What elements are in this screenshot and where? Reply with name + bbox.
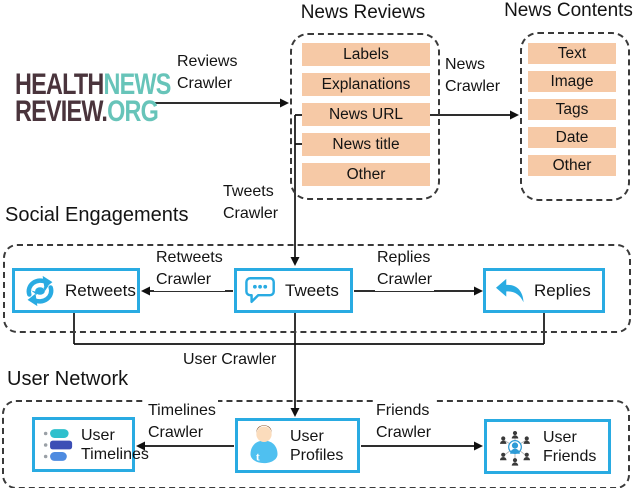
news-reviews-item-explanations: Explanations — [302, 73, 430, 96]
person-avatar-icon: t — [246, 424, 282, 467]
user-timelines-label: User Timelines — [81, 426, 149, 464]
news-reviews-item-news-url: News URL — [302, 103, 430, 126]
tweets-label: Tweets — [285, 280, 339, 300]
tweets-crawler-label: Tweets Crawler — [221, 181, 281, 225]
retweets-label: Retweets — [65, 280, 136, 300]
user-profiles-label-line2: Profiles — [290, 446, 344, 464]
logo-line-2: REVIEW.ORG — [15, 95, 171, 128]
user-friends-label-line1: User — [543, 428, 577, 446]
user-profiles-node: t User Profiles — [235, 418, 360, 473]
reviews-crawler-label: Reviews Crawler — [175, 51, 240, 95]
tweets-crawler-line2: Crawler — [223, 205, 279, 222]
news-crawler-line1: News — [445, 56, 486, 73]
logo-org: ORG — [107, 95, 159, 128]
news-contents-container — [520, 32, 630, 201]
user-timelines-label-line1: User — [81, 426, 115, 444]
logo-news: NEWS — [103, 68, 171, 101]
news-crawler-line2: Crawler — [445, 78, 501, 95]
reviews-crawler-line1: Reviews — [177, 53, 238, 70]
healthnewsreview-logo: HEALTHNEWS REVIEW.ORG — [15, 68, 171, 128]
speech-bubble-dots-icon — [245, 276, 277, 305]
user-timelines-label-line2: Timelines — [81, 445, 149, 463]
friends-crawler-label: Friends Crawler — [374, 400, 434, 444]
news-contents-item-tags: Tags — [528, 99, 616, 120]
news-contents-item-image: Image — [528, 71, 616, 92]
replies-crawler-line1: Replies — [377, 249, 431, 266]
news-reviews-title: News Reviews — [300, 2, 426, 23]
user-network-title: User Network — [7, 368, 129, 390]
retweets-crawler-line2: Crawler — [156, 271, 212, 288]
tweets-crawler-line1: Tweets — [223, 183, 274, 200]
news-contents-item-text: Text — [528, 43, 616, 64]
user-timelines-node: User Timelines — [32, 417, 149, 472]
retweets-crawler-label: Retweets Crawler — [154, 247, 225, 291]
retweets-crawler-line1: Retweets — [156, 249, 223, 266]
logo-review: REVIEW. — [15, 95, 108, 128]
user-profiles-label: User Profiles — [290, 427, 343, 465]
reviews-crawler-line2: Crawler — [177, 75, 233, 92]
news-contents-item-other: Other — [528, 155, 616, 176]
news-reviews-container — [290, 33, 440, 200]
user-friends-label-line2: Friends — [543, 447, 597, 465]
replies-crawler-line2: Crawler — [377, 271, 433, 288]
user-friends-label: User Friends — [543, 428, 596, 466]
news-reviews-item-other: Other — [302, 163, 430, 186]
logo-line-1: HEALTHNEWS — [15, 68, 171, 101]
news-contents-title: News Contents — [504, 0, 633, 21]
user-friends-node: User Friends — [484, 419, 611, 474]
news-contents-item-date: Date — [528, 127, 616, 148]
news-reviews-item-news-title: News title — [302, 133, 430, 156]
timeline-bars-icon — [43, 426, 73, 464]
timelines-crawler-line2: Crawler — [148, 424, 204, 441]
news-crawler-label: News Crawler — [443, 54, 503, 98]
circular-retweet-arrows-icon — [23, 275, 57, 307]
people-network-icon — [495, 428, 535, 466]
replies-label: Replies — [534, 280, 591, 300]
timelines-crawler-line1: Timelines — [148, 402, 216, 419]
news-reviews-item-labels: Labels — [302, 43, 430, 66]
user-crawler-label: User Crawler — [181, 349, 279, 371]
svg-text:t: t — [256, 450, 260, 463]
social-engagements-title: Social Engagements — [5, 204, 189, 226]
user-profiles-label-line1: User — [290, 427, 324, 445]
tweets-node: Tweets — [234, 268, 353, 313]
retweets-node: Retweets — [12, 268, 140, 313]
replies-crawler-label: Replies Crawler — [375, 247, 435, 291]
timelines-crawler-label: Timelines Crawler — [146, 400, 218, 444]
friends-crawler-line1: Friends — [376, 402, 430, 419]
friends-crawler-line2: Crawler — [376, 424, 432, 441]
replies-node: Replies — [483, 268, 605, 313]
reply-arrow-icon — [494, 277, 526, 305]
logo-health: HEALTH — [15, 68, 104, 101]
